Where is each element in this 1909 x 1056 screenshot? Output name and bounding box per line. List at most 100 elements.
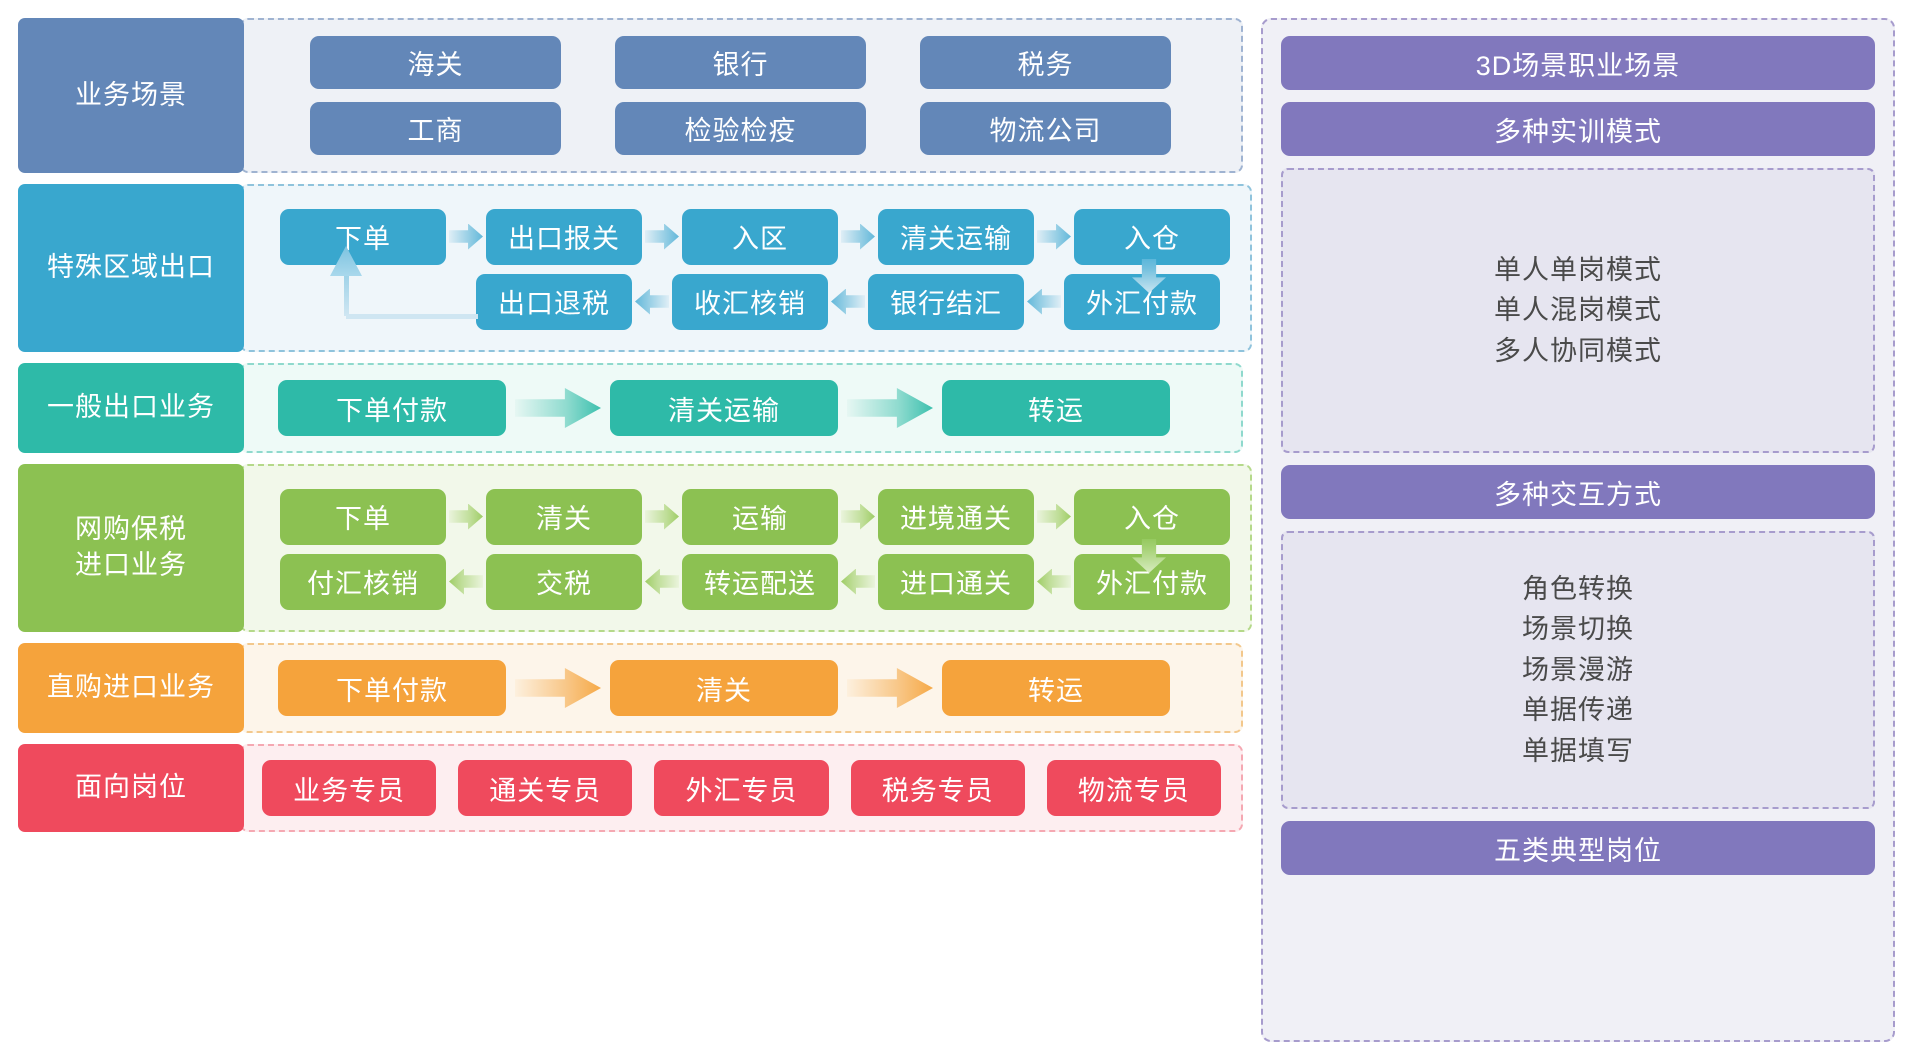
scene-node-grid: 海关 银行 税务 工商 检验检疫 物流公司 [264,36,1219,155]
bonded-label-line2: 进口业务 [75,550,187,580]
bonded-node-import-clearance[interactable]: 进口通关 [878,553,1034,610]
interaction-line-1: 角色转换 [1522,573,1634,604]
bonded-node-place-order[interactable]: 下单 [280,488,446,545]
row-target-positions: 面向岗位 业务专员 通关专员 外汇专员 税务专员 物流专员 [18,744,1243,832]
arrow-right-icon [446,220,486,254]
training-mode-line-3: 多人协同模式 [1494,335,1662,366]
row-body-special-zone-export: 下单 出口报关 入区 清关运输 入仓 出口退税 收汇核销 银行结汇 [240,184,1252,352]
arrow-left-icon [1034,565,1074,599]
bonded-node-transport[interactable]: 运输 [682,488,838,545]
row-direct-import: 直购进口业务 下单付款 清关 转运 [18,643,1243,733]
bonded-node-transfer-delivery[interactable]: 转运配送 [682,553,838,610]
arrow-left-icon [642,565,682,599]
bonded-label-line1: 网购保税 [75,514,187,545]
row-label-bonded-import: 网购保税 进口业务 [18,464,244,632]
position-node-customs-specialist[interactable]: 通关专员 [458,760,633,816]
arrow-right-icon [1034,500,1074,534]
training-mode-line-1: 单人单岗模式 [1494,254,1662,285]
special-track-bottom: 出口退税 收汇核销 银行结汇 外汇付款 [262,273,1230,330]
general-node-transfer[interactable]: 转运 [942,380,1170,436]
row-general-export: 一般出口业务 下单付款 清关运输 转运 [18,363,1243,453]
row-body-general-export: 下单付款 清关运输 转运 [240,363,1243,453]
feature-chip-interaction-methods[interactable]: 多种交互方式 [1281,465,1875,519]
arrow-right-icon [1034,220,1074,254]
arrow-right-icon [838,666,942,710]
training-mode-line-2: 单人混岗模式 [1494,295,1662,326]
scene-node-customs[interactable]: 海关 [310,36,561,89]
training-modes-text: 单人单岗模式 单人混岗模式 多人协同模式 [1494,250,1662,372]
row-label-special-zone-export: 特殊区域出口 [18,184,244,352]
row-body-target-positions: 业务专员 通关专员 外汇专员 税务专员 物流专员 [240,744,1243,832]
bonded-node-warehouse-in[interactable]: 入仓 [1074,488,1230,545]
scene-node-tax[interactable]: 税务 [920,36,1171,89]
direct-node-order-payment[interactable]: 下单付款 [278,660,506,716]
feature-box-training-modes: 单人单岗模式 单人混岗模式 多人协同模式 [1281,168,1875,453]
row-body-direct-import: 下单付款 清关 转运 [240,643,1243,733]
row-label-business-scene: 业务场景 [18,18,244,173]
arrow-left-icon [838,565,878,599]
row-label-bonded-import-text: 网购保税 进口业务 [75,512,187,583]
features-panel: 3D场景职业场景 多种实训模式 单人单岗模式 单人混岗模式 多人协同模式 多种交… [1261,18,1895,1042]
feature-chip-3d-scene[interactable]: 3D场景职业场景 [1281,36,1875,90]
arrow-right-icon [642,220,682,254]
row-body-bonded-import: 下单 清关 运输 进境通关 入仓 付汇核销 交税 转运配送 [240,464,1252,632]
interaction-line-4: 单据传递 [1522,695,1634,726]
arrow-left-icon [632,285,672,319]
bonded-node-pay-tax[interactable]: 交税 [486,553,642,610]
interaction-methods-text: 角色转换 场景切换 场景漫游 单据传递 单据填写 [1522,569,1634,772]
bonded-track-bottom: 付汇核销 交税 转运配送 进口通关 外汇付款 [262,553,1230,610]
general-track: 下单付款 清关运输 转运 [262,380,1221,436]
bonded-node-fx-verification[interactable]: 付汇核销 [280,553,446,610]
scene-node-logistics[interactable]: 物流公司 [920,102,1171,155]
interaction-line-2: 场景切换 [1522,614,1634,645]
arrow-left-icon [446,565,486,599]
arrow-right-icon [838,500,878,534]
arrow-left-icon [828,285,868,319]
arrow-right-icon [506,666,610,710]
special-node-enter-zone[interactable]: 入区 [682,208,838,265]
bonded-node-entry-clearance[interactable]: 进境通关 [878,488,1034,545]
arrow-right-icon [838,220,878,254]
special-node-bank-settlement[interactable]: 银行结汇 [868,273,1024,330]
row-label-direct-import: 直购进口业务 [18,643,244,733]
bonded-track-top: 下单 清关 运输 进境通关 入仓 [262,488,1230,545]
arrow-right-icon [642,500,682,534]
position-node-tax-specialist[interactable]: 税务专员 [850,760,1025,816]
position-node-business-specialist[interactable]: 业务专员 [262,760,437,816]
arrow-right-icon [506,386,610,430]
row-bonded-import: 网购保税 进口业务 下单 清关 运输 进境通关 入仓 付汇核销 [18,464,1252,632]
scene-node-quarantine[interactable]: 检验检疫 [615,102,866,155]
position-node-fx-specialist[interactable]: 外汇专员 [654,760,829,816]
main-flow-column: 业务场景 海关 银行 税务 工商 检验检疫 物流公司 特殊区域出口 下单 出 [18,18,1252,1042]
row-body-business-scene: 海关 银行 税务 工商 检验检疫 物流公司 [240,18,1243,173]
direct-node-clearance[interactable]: 清关 [610,660,838,716]
scene-node-bank[interactable]: 银行 [615,36,866,89]
position-node-logistics-specialist[interactable]: 物流专员 [1046,760,1222,816]
special-node-warehouse-in[interactable]: 入仓 [1074,208,1230,265]
special-track-top: 下单 出口报关 入区 清关运输 入仓 [262,208,1230,265]
arrow-right-icon [838,386,942,430]
feature-chip-five-positions[interactable]: 五类典型岗位 [1281,821,1875,875]
interaction-line-3: 场景漫游 [1522,654,1634,685]
arrow-right-icon [446,500,486,534]
interaction-line-5: 单据填写 [1522,735,1634,766]
special-node-clearance-transport[interactable]: 清关运输 [878,208,1034,265]
row-business-scene: 业务场景 海关 银行 税务 工商 检验检疫 物流公司 [18,18,1243,173]
special-node-fx-verification[interactable]: 收汇核销 [672,273,828,330]
special-node-fx-payment[interactable]: 外汇付款 [1064,273,1220,330]
feature-box-interaction-methods: 角色转换 场景切换 场景漫游 单据传递 单据填写 [1281,531,1875,809]
bonded-node-clearance[interactable]: 清关 [486,488,642,545]
bonded-node-fx-payment[interactable]: 外汇付款 [1074,553,1230,610]
special-node-export-declaration[interactable]: 出口报关 [486,208,642,265]
special-node-place-order[interactable]: 下单 [280,208,446,265]
direct-track: 下单付款 清关 转运 [262,660,1221,716]
scene-node-commerce[interactable]: 工商 [310,102,561,155]
row-label-general-export: 一般出口业务 [18,363,244,453]
feature-chip-training-modes[interactable]: 多种实训模式 [1281,102,1875,156]
special-node-export-tax-refund[interactable]: 出口退税 [476,273,632,330]
row-special-zone-export: 特殊区域出口 下单 出口报关 入区 清关运输 入仓 出口退税 收汇核销 [18,184,1252,352]
general-node-clearance-transport[interactable]: 清关运输 [610,380,838,436]
direct-node-transfer[interactable]: 转运 [942,660,1170,716]
general-node-order-payment[interactable]: 下单付款 [278,380,506,436]
